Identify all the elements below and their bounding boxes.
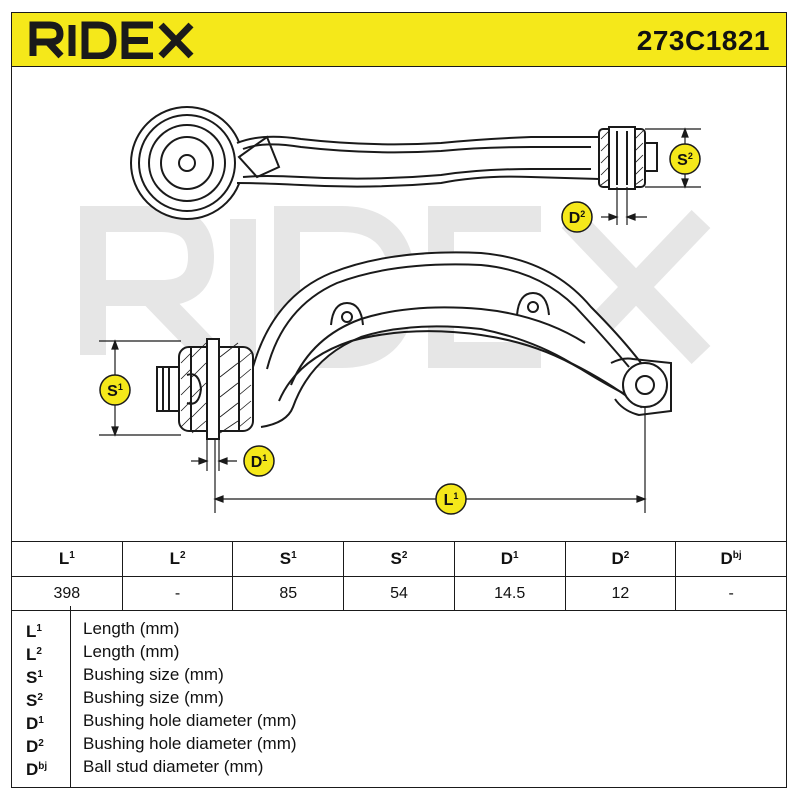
legend-description: Bushing size (mm) <box>83 688 224 707</box>
legend-description: Bushing hole diameter (mm) <box>83 711 297 730</box>
svg-text:S2: S2 <box>677 151 693 169</box>
col-header-dbj: Dbj <box>675 541 787 577</box>
legend-description: Length (mm) <box>83 619 180 638</box>
svg-text:D1: D1 <box>251 453 268 471</box>
dimension-d2 <box>601 187 647 225</box>
legend-item: Dbj Ball stud diameter (mm) <box>12 756 786 779</box>
legend-symbol: S1 <box>26 668 43 687</box>
dimension-l1 <box>213 407 647 513</box>
svg-text:L1: L1 <box>444 491 459 509</box>
legend-divider <box>70 606 71 787</box>
col-header-s1: S1 <box>232 541 345 577</box>
value-s2: 54 <box>343 576 455 611</box>
specs-value-row: 398 - 85 54 14.5 12 - <box>11 576 787 611</box>
value-s1: 85 <box>232 576 345 611</box>
value-d1: 14.5 <box>453 576 566 611</box>
technical-drawing: S2 D2 S1 D1 L1 <box>11 67 787 541</box>
svg-text:S1: S1 <box>107 382 123 400</box>
legend-item: S2 Bushing size (mm) <box>12 687 786 710</box>
ridex-logo <box>29 21 194 59</box>
col-header-l1: L1 <box>11 541 123 577</box>
value-l1: 398 <box>11 576 123 611</box>
arm-top-view <box>130 106 658 220</box>
legend-symbol: D1 <box>26 714 44 733</box>
svg-text:D2: D2 <box>569 209 586 227</box>
legend-symbol: L2 <box>26 645 42 664</box>
legend-box: L1 Length (mm) L2 Length (mm) S1 Bushing… <box>11 606 787 788</box>
specs-header-row: L1 L2 S1 S2 D1 D2 Dbj <box>11 541 787 577</box>
part-number: 273C1821 <box>636 25 770 56</box>
legend-symbol: Dbj <box>26 760 48 779</box>
legend-item: L2 Length (mm) <box>12 641 786 664</box>
legend-description: Bushing hole diameter (mm) <box>83 734 297 753</box>
legend-item: L1 Length (mm) <box>12 618 786 641</box>
col-header-l2: L2 <box>121 541 234 577</box>
legend-item: D1 Bushing hole diameter (mm) <box>12 710 786 733</box>
legend-description: Length (mm) <box>83 642 180 661</box>
callout-l1: L1 <box>435 483 467 515</box>
value-l2: - <box>121 576 234 611</box>
legend-description: Ball stud diameter (mm) <box>83 757 264 776</box>
col-header-s2: S2 <box>343 541 455 577</box>
legend-symbol: S2 <box>26 691 43 710</box>
callout-d2: D2 <box>561 201 593 233</box>
ridex-watermark <box>80 206 711 368</box>
value-dbj: - <box>675 576 787 611</box>
legend-symbol: L1 <box>26 622 42 641</box>
header-bar: 273C1821 <box>11 12 787 67</box>
dimension-d1 <box>191 439 237 471</box>
callout-s1: S1 <box>99 374 131 406</box>
legend-item: D2 Bushing hole diameter (mm) <box>12 733 786 756</box>
legend-symbol: D2 <box>26 737 44 756</box>
col-header-d1: D1 <box>453 541 566 577</box>
col-header-d2: D2 <box>564 541 677 577</box>
specs-table: L1 L2 S1 S2 D1 D2 Dbj 398 - 85 54 14.5 1… <box>11 541 787 611</box>
callout-s2: S2 <box>669 143 701 175</box>
legend-item: S1 Bushing size (mm) <box>12 664 786 687</box>
callout-d1: D1 <box>243 445 275 477</box>
arm-side-view <box>156 251 672 440</box>
legend-description: Bushing size (mm) <box>83 665 224 684</box>
dimension-s1 <box>99 339 181 437</box>
